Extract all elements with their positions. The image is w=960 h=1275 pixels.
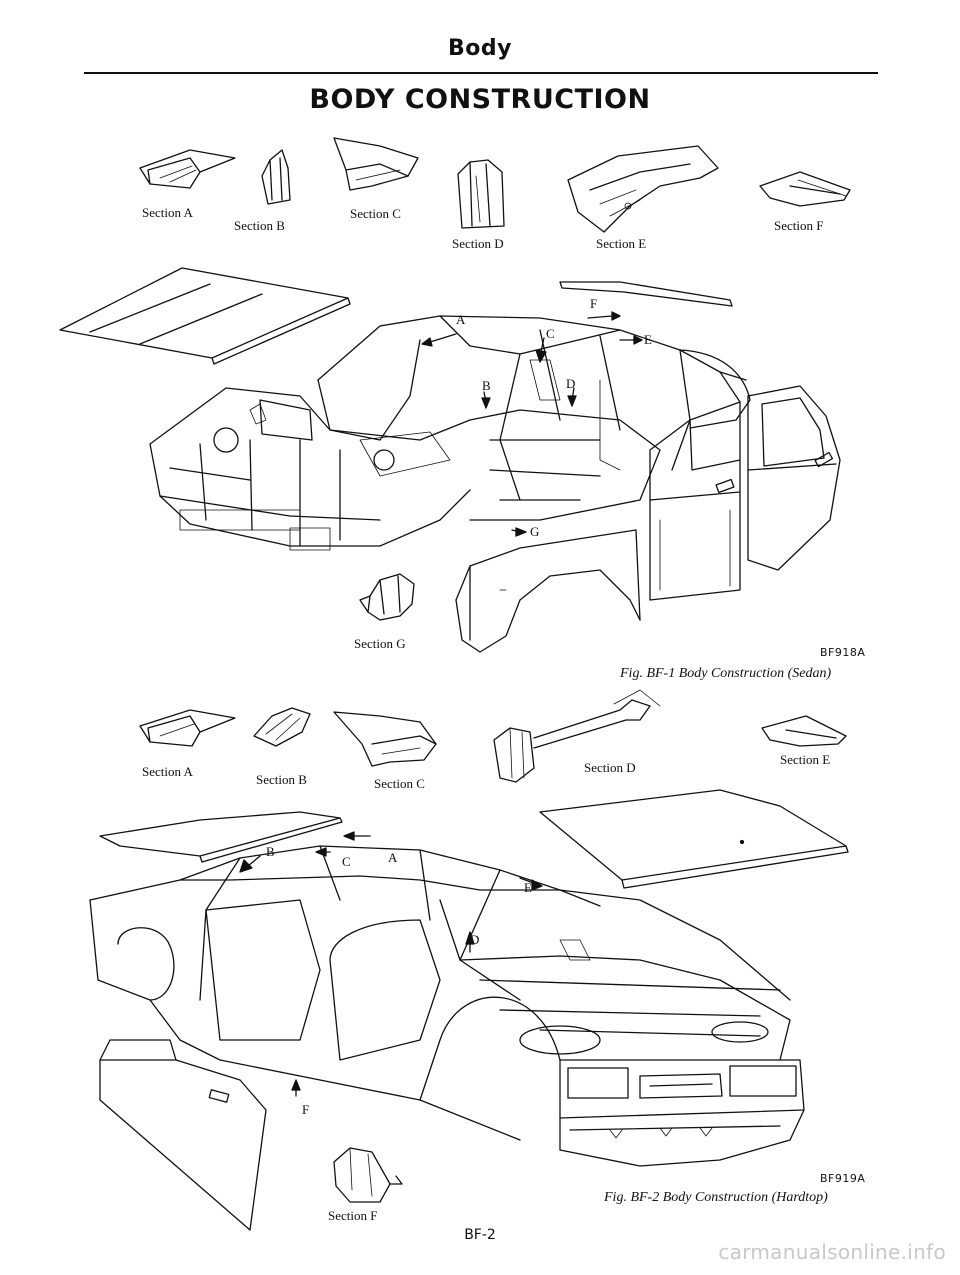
fig1-caption: Fig. BF-1 Body Construction (Sedan)	[620, 666, 832, 681]
fig1-roof-panel	[59, 267, 351, 365]
fig2-callout-d: D	[470, 932, 480, 947]
fig2-section-c-label: Section C	[374, 776, 425, 791]
fig2-trunk-lid	[539, 789, 849, 889]
fig2-callout-e: E	[524, 880, 532, 895]
fig2-section-d-label: Section D	[584, 760, 636, 775]
fig1-section-e-sketch	[567, 145, 719, 233]
fig2-callout-arrows	[239, 831, 543, 1097]
fig1-section-e-label: Section E	[596, 236, 647, 251]
fig1-code: BF918A	[820, 646, 866, 659]
fig1-section-g-label: Section G	[354, 636, 406, 651]
page-heading: BODY CONSTRUCTION	[309, 84, 651, 115]
watermark: carmanualsonline.info	[718, 1240, 946, 1264]
fig2-callout-c: C	[342, 854, 351, 869]
fig1-callout-b: B	[482, 378, 491, 393]
fig1-callout-c: C	[546, 326, 555, 341]
fig2-door	[99, 1039, 267, 1231]
running-title: Body	[448, 36, 512, 61]
fig1-callout-arrows	[421, 311, 643, 537]
fig1-section-g-sketch	[359, 573, 415, 621]
fig1-section-d-label: Section D	[452, 236, 504, 251]
fig1-front-door	[649, 401, 741, 601]
fig1-callout-g: G	[530, 524, 540, 539]
fig2-section-c-sketch	[333, 711, 437, 767]
fig1-section-c-label: Section C	[350, 206, 401, 221]
fig1-section-b-sketch	[261, 149, 291, 205]
fig1-section-c-sketch	[333, 137, 419, 191]
fig2-section-f-label: Section F	[328, 1208, 378, 1223]
fig1-section-b-label: Section B	[234, 218, 285, 233]
fig2-section-b-label: Section B	[256, 772, 307, 787]
fig2-section-e-sketch	[761, 715, 847, 747]
page-number: BF-2	[464, 1227, 496, 1243]
fig1-callout-d: D	[566, 376, 576, 391]
fig2-hardtop-body	[89, 845, 805, 1167]
fig1-callout-f: F	[590, 296, 598, 311]
fig1-section-a-sketch	[139, 149, 236, 189]
fig2-section-a-label: Section A	[142, 764, 193, 779]
fig2-callout-b: B	[266, 844, 275, 859]
fig2-section-a-sketch	[139, 709, 236, 747]
fig2-section-e-label: Section E	[780, 752, 831, 767]
fig2-section-f-sketch	[333, 1147, 403, 1203]
fig2-caption: Fig. BF-2 Body Construction (Hardtop)	[604, 1190, 828, 1205]
fig1-rear-door	[747, 385, 841, 571]
fig1-callout-e: E	[644, 332, 652, 347]
fig2-callout-f: F	[302, 1102, 310, 1117]
header-rule	[84, 72, 878, 74]
fig2-section-d-sketch	[493, 689, 661, 783]
fig1-rear-rail	[559, 281, 733, 307]
fig2-code: BF919A	[820, 1172, 866, 1185]
fig1-section-f-sketch	[759, 171, 851, 207]
fig2-roof-panel	[99, 811, 343, 863]
fig1-sedan-body	[149, 315, 751, 653]
fig2-callout-a: A	[388, 850, 398, 865]
fig1-section-a-label: Section A	[142, 205, 193, 220]
fig1-section-f-label: Section F	[774, 218, 824, 233]
fig2-section-b-sketch	[253, 707, 311, 747]
fig1-callout-a: A	[456, 312, 466, 327]
fig1-section-d-sketch	[457, 159, 505, 229]
